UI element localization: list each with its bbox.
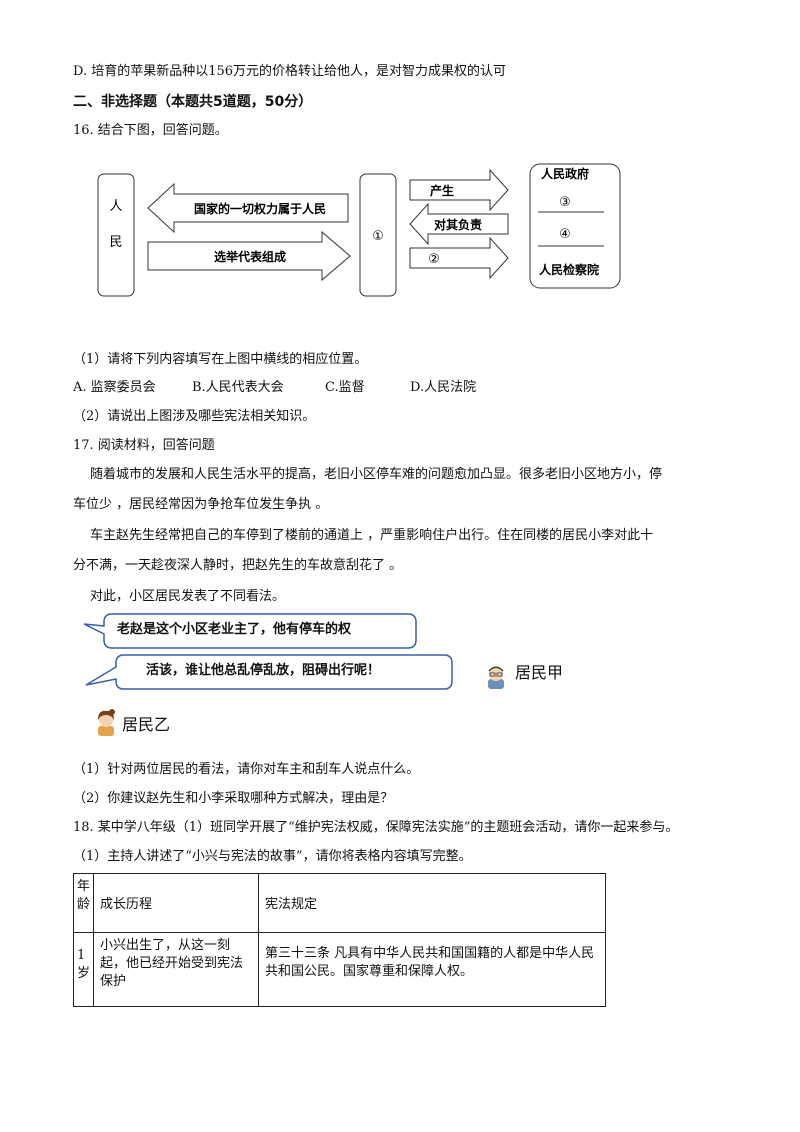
question-17-2: （2）你建议赵先生和小李采取哪种方式解决，理由是？ [73,791,394,806]
question-17: 17. 阅读材料，回答问题 [73,438,215,453]
arrow-power-belongs-label: 国家的一切权力属于人民 [194,201,326,216]
cell-age: 1岁 [72,932,95,1007]
people-box [97,173,135,297]
header-growth: 成长历程 [93,873,260,933]
arrow-responsible [409,202,509,246]
option-a: A. 监察委员会 [73,380,156,395]
center-box [359,173,397,297]
header-age: 年龄 [72,873,95,933]
arrow-power-belongs [147,182,349,234]
question-16: 16. 结合下图，回答问题。 [73,123,228,138]
resident-b-label: 居民乙 [122,715,171,734]
option-c: C.监督 [325,380,365,395]
resident-b-avatar [98,709,115,736]
growth-table: 年龄 成长历程 宪法规定 1岁 小兴出生了，从这一刻起，他已经开始受到宪法保护 … [72,873,607,1007]
option-b: B.人民代表大会 [192,380,284,395]
resident-a-avatar [488,666,504,689]
arrow-produce-label: 产生 [430,183,454,198]
question-16-2: （2）请说出上图涉及哪些宪法相关知识。 [73,409,316,424]
center-label: ① [372,229,384,244]
cell-constitution: 第三十三条 凡具有中华人民共和国国籍的人都是中华人民共和国公民。国家尊重和保障人… [258,932,607,1007]
slot-4-label: ④ [559,227,571,242]
option-d: D. 培育的苹果新品种以156万元的价格转让给他人，是对智力成果权的认可 [73,64,507,79]
speech-bubble-2-text: 活该，谁让他总乱停乱放，阻碍出行呢！ [146,663,381,678]
procuratorate-label: 人民检察院 [539,262,599,277]
question-16-1: （1）请将下列内容填写在上图中横线的相应位置。 [73,352,368,367]
people-char-2: 民 [109,235,122,250]
question-17-1: （1）针对两位居民的看法，请你对车主和刮车人说点什么。 [73,762,420,777]
arrow-supervise [409,236,509,280]
material-p2a: 车主赵先生经常把自己的车停到了楼前的通道上 ，严重影响住户出行。住在同楼的居民小… [90,528,654,543]
question-18-1: （1）主持人讲述了“小兴与宪法的故事”，请你将表格内容填写完整。 [73,849,472,864]
arrow-elect-label: 选举代表组成 [214,249,286,264]
table-row: 1岁 小兴出生了，从这一刻起，他已经开始受到宪法保护 第三十三条 凡具有中华人民… [72,932,607,1007]
material-p3: 对此，小区居民发表了不同看法。 [90,589,286,604]
arrow-responsible-label: 对其负责 [434,217,482,232]
gov-label: 人民政府 [541,166,589,181]
table-header-row: 年龄 成长历程 宪法规定 [72,873,607,933]
material-p2b: 分不满，一天趁夜深人静时，把赵先生的车故意刮花了 。 [73,558,403,573]
section-heading: 二、非选择题（本题共5道题，50分） [73,94,313,110]
arrow-supervise-label: ② [428,252,440,267]
cell-growth: 小兴出生了，从这一刻起，他已经开始受到宪法保护 [93,932,260,1007]
resident-a-label: 居民甲 [515,663,564,682]
arrow-produce [409,168,509,212]
organs-box [529,163,621,289]
header-constitution: 宪法规定 [258,873,607,933]
speech-bubble-1-text: 老赵是这个小区老业主了，他有停车的权 [117,622,352,637]
arrow-elect [147,230,351,282]
question-18: 18. 某中学八年级（1）班同学开展了“维护宪法权威，保障宪法实施”的主题班会活… [73,820,679,835]
slot-3-label: ③ [559,195,571,210]
speech-bubble-1 [83,613,417,649]
people-char-1: 人 [109,199,122,214]
option-d2: D.人民法院 [410,380,477,395]
material-p1b: 车位少 ，居民经常因为争抢车位发生争执 。 [73,497,329,512]
power-diagram: 人 民 国家的一切权力属于人民 选举代表组成 ① 产生 对其负责 ② 人民政府 … [97,163,621,297]
speech-bubble-2 [85,654,453,690]
material-p1a: 随着城市的发展和人民生活水平的提高，老旧小区停车难的问题愈加凸显。很多老旧小区地… [90,467,663,482]
